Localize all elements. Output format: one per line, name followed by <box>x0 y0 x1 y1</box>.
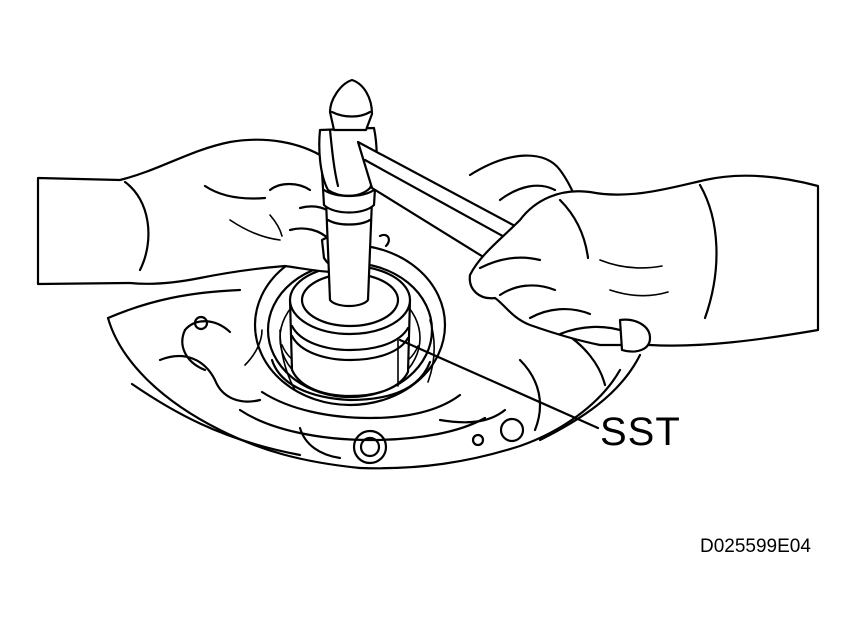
right-hand <box>468 174 820 353</box>
sst-leader-line <box>398 338 600 430</box>
sst-callout-label: SST <box>600 410 681 454</box>
figure-id: D025599E04 <box>700 536 811 557</box>
hammer <box>318 78 532 260</box>
